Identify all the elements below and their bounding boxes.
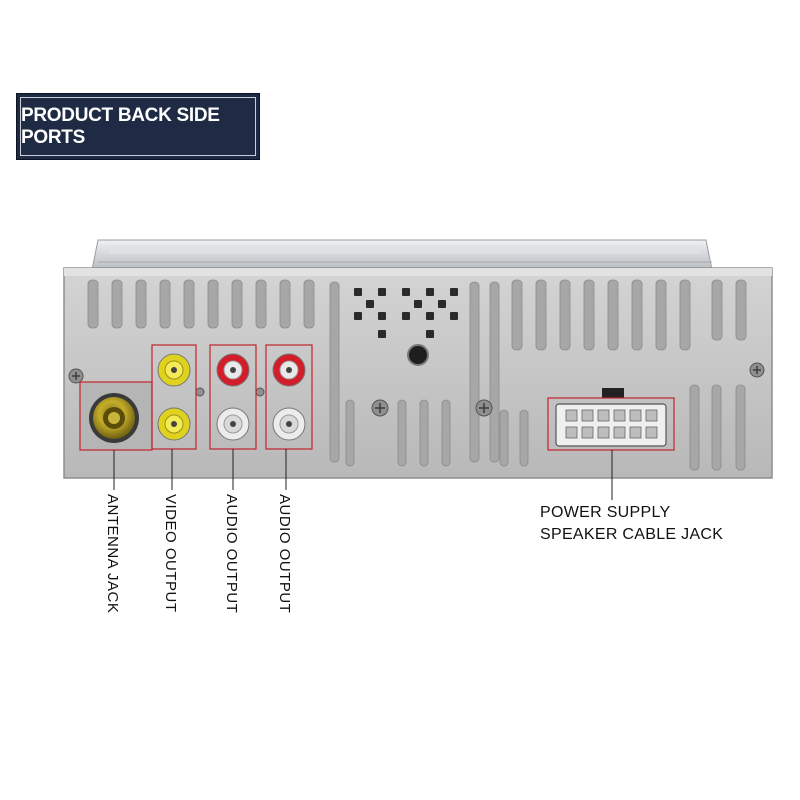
- leader-lines: [113, 449, 613, 500]
- video-output-jacks: [157, 353, 191, 441]
- antenna-jack: [79, 381, 153, 451]
- top-case: [91, 239, 713, 271]
- audio-output-right-jacks: [272, 353, 306, 441]
- speaker-cable-jack-label: SPEAKER CABLE JACK: [540, 526, 724, 543]
- title-badge: PRODUCT BACK SIDE PORTS: [16, 93, 260, 160]
- video-output-label: VIDEO OUTPUT: [162, 494, 179, 613]
- center-mount-hole: [407, 344, 429, 366]
- audio-output-left-label: AUDIO OUTPUT: [223, 494, 240, 614]
- screw-slots: [72, 366, 761, 413]
- antenna-jack-label: ANTENNA JACK: [104, 494, 121, 614]
- ventilation-holes: [354, 288, 458, 338]
- audio-output-left-jacks: [216, 353, 250, 441]
- page-title: PRODUCT BACK SIDE PORTS: [21, 104, 220, 148]
- power-speaker-connector: [547, 388, 675, 451]
- power-supply-label: POWER SUPPLY: [540, 504, 671, 521]
- title-badge-frame: PRODUCT BACK SIDE PORTS: [20, 97, 256, 156]
- audio-output-right-label: AUDIO OUTPUT: [276, 494, 293, 614]
- heatsink-ribs: [87, 279, 747, 471]
